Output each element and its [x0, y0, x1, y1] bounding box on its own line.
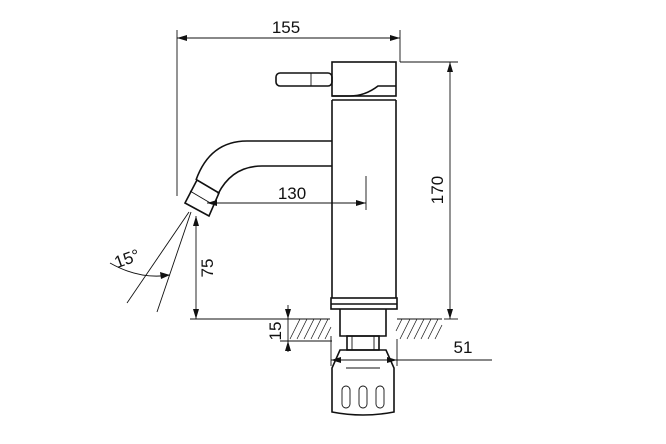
dim-170-label: 170 [428, 176, 447, 204]
deck-hatching [285, 318, 443, 340]
dim-130-label: 130 [278, 184, 306, 203]
dim-angle-label: 15° [112, 246, 143, 273]
dim-deck-thickness: 15 [266, 305, 332, 352]
dim-75-label: 75 [198, 259, 217, 278]
dim-hole-diameter: 51 [330, 336, 492, 366]
faucet-body [275, 61, 398, 416]
dim-spout-height: 75 [190, 216, 285, 320]
dim-angle: 15° [109, 211, 192, 313]
dim-spout-reach: 130 [207, 176, 367, 210]
dim-overall-width: 155 [176, 18, 401, 196]
dim-15-label: 15 [266, 322, 285, 341]
dim-51-label: 51 [454, 338, 473, 357]
dim-height: 170 [400, 61, 458, 320]
faucet-spout [183, 140, 332, 218]
dim-155-label: 155 [272, 18, 300, 37]
